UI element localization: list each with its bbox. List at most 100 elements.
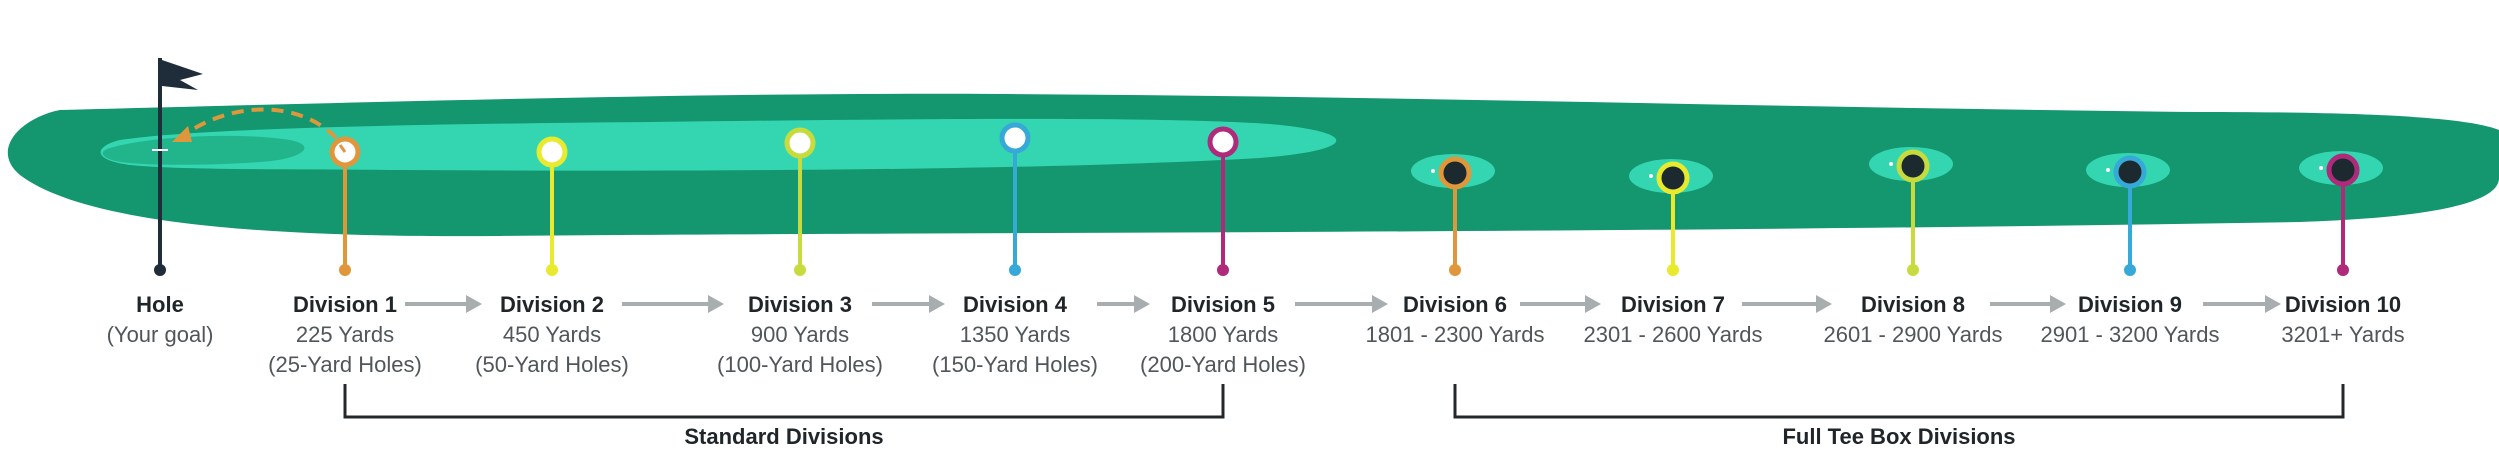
progression-arrow-6 [1520, 295, 1601, 313]
hole-subtitle: (Your goal) [106, 322, 214, 347]
division-name: Division 7 [1621, 292, 1725, 317]
division-marker-5 [1207, 126, 1239, 276]
progression-arrow-4 [1097, 295, 1150, 313]
ball-icon [1207, 126, 1239, 158]
ball-icon [2113, 155, 2147, 189]
arrow-head-icon [1816, 295, 1832, 313]
stem-base-dot [1907, 264, 1919, 276]
group-bracket-2 [1453, 384, 2345, 419]
progression-arrow-9 [2203, 295, 2281, 313]
stem-base-dot [339, 264, 351, 276]
division-hole-length: (200-Yard Holes) [1140, 352, 1306, 377]
group-bracket-1 [343, 384, 1225, 419]
division-label-7: Division 7 2301 - 2600 Yards [1584, 290, 1763, 350]
division-marker-1 [329, 136, 361, 276]
ball-tick [338, 144, 347, 153]
connector-layer [329, 122, 2383, 276]
division-distance: 450 Yards [502, 322, 602, 347]
putt-path-line [178, 107, 338, 140]
division-name: Division 3 [748, 292, 852, 317]
division-marker-9 [2086, 153, 2170, 276]
division-marker-2 [536, 136, 568, 276]
division-distance: 1350 Yards [959, 322, 1071, 347]
division-marker-4 [999, 122, 1031, 276]
stem-base-dot [2337, 264, 2349, 276]
arrow-head-icon [2265, 295, 2281, 313]
division-label-1: Division 1 225 Yards (25-Yard Holes) [268, 290, 422, 380]
progression-arrow-7 [1742, 295, 1832, 313]
division-distance: 1801 - 2300 Yards [1365, 322, 1545, 347]
progression-arrow-8 [1990, 295, 2066, 313]
division-name: Division 6 [1403, 292, 1507, 317]
division-label-5: Division 5 1800 Yards (200-Yard Holes) [1140, 290, 1306, 380]
division-label-10: Division 10 3201+ Yards [2281, 290, 2404, 350]
ball-icon [784, 127, 816, 159]
division-marker-3 [784, 127, 816, 276]
division-marker-7 [1629, 159, 1713, 276]
tee-marker-dot [1649, 174, 1653, 178]
stem-base-dot [1217, 264, 1229, 276]
stem-base-dot [794, 264, 806, 276]
arrow-head-icon [1134, 295, 1150, 313]
division-distance: 1800 Yards [1167, 322, 1279, 347]
stem-base-dot [546, 264, 558, 276]
progression-arrow-5 [1295, 295, 1388, 313]
division-marker-10 [2299, 151, 2383, 276]
division-name: Division 5 [1171, 292, 1275, 317]
arrow-layer [405, 295, 2281, 313]
arrow-head-icon [2050, 295, 2066, 313]
division-hole-length: (100-Yard Holes) [717, 352, 883, 377]
ball-icon [1438, 156, 1472, 190]
division-name: Division 10 [2284, 292, 2402, 317]
tee-marker-dot [1889, 162, 1893, 166]
ball-icon [1896, 149, 1930, 183]
arrow-head-icon [1372, 295, 1388, 313]
progression-arrow-3 [872, 295, 945, 313]
stem-base-dot [2124, 264, 2136, 276]
division-label-9: Division 9 2901 - 3200 Yards [2041, 290, 2220, 350]
flag-icon [152, 58, 338, 276]
ball-icon [536, 136, 568, 168]
stem-base-dot [1449, 264, 1461, 276]
division-label-6: Division 6 1801 - 2300 Yards [1366, 290, 1545, 350]
arrow-head-icon [1585, 295, 1601, 313]
tee-marker-dot [2319, 166, 2323, 170]
group-title-full-tee: Full Tee Box Divisions [1782, 424, 2016, 449]
ball-icon [999, 122, 1031, 154]
division-marker-6 [1411, 154, 1495, 276]
division-distance: 900 Yards [750, 322, 850, 347]
progression-arrow-2 [622, 295, 724, 313]
division-label-8: Division 8 2601 - 2900 Yards [1824, 290, 2003, 350]
division-distance: 225 Yards [295, 322, 395, 347]
tee-marker-dot [2106, 168, 2110, 172]
division-name: Division 4 [963, 292, 1067, 317]
hole-label: Hole (Your goal) [107, 290, 214, 350]
pole-base-dot [154, 264, 166, 276]
division-hole-length: (25-Yard Holes) [268, 352, 422, 377]
tee-marker-dot [1431, 169, 1435, 173]
stem-base-dot [1667, 264, 1679, 276]
stem-base-dot [1009, 264, 1021, 276]
putt-path-arrow-icon [172, 126, 192, 142]
group-title-standard: Standard Divisions [684, 424, 884, 449]
division-marker-8 [1869, 147, 1953, 276]
flag-cloth [162, 60, 203, 90]
division-distance: 2601 - 2900 Yards [1823, 322, 2003, 347]
division-distance: 3201+ Yards [2281, 322, 2405, 347]
division-name: Division 1 [293, 292, 397, 317]
green-cup-area [102, 135, 305, 165]
progression-arrow-1 [405, 295, 482, 313]
division-name: Division 9 [2078, 292, 2182, 317]
division-label-3: Division 3 900 Yards (100-Yard Holes) [717, 290, 883, 380]
division-hole-length: (50-Yard Holes) [475, 352, 629, 377]
ball-icon [2326, 153, 2360, 187]
division-distance: 2901 - 3200 Yards [2040, 322, 2220, 347]
division-distance: 2301 - 2600 Yards [1583, 322, 1763, 347]
division-name: Division 8 [1861, 292, 1965, 317]
bracket-layer [343, 384, 2345, 419]
hole-name: Hole [136, 292, 184, 317]
arrow-head-icon [708, 295, 724, 313]
